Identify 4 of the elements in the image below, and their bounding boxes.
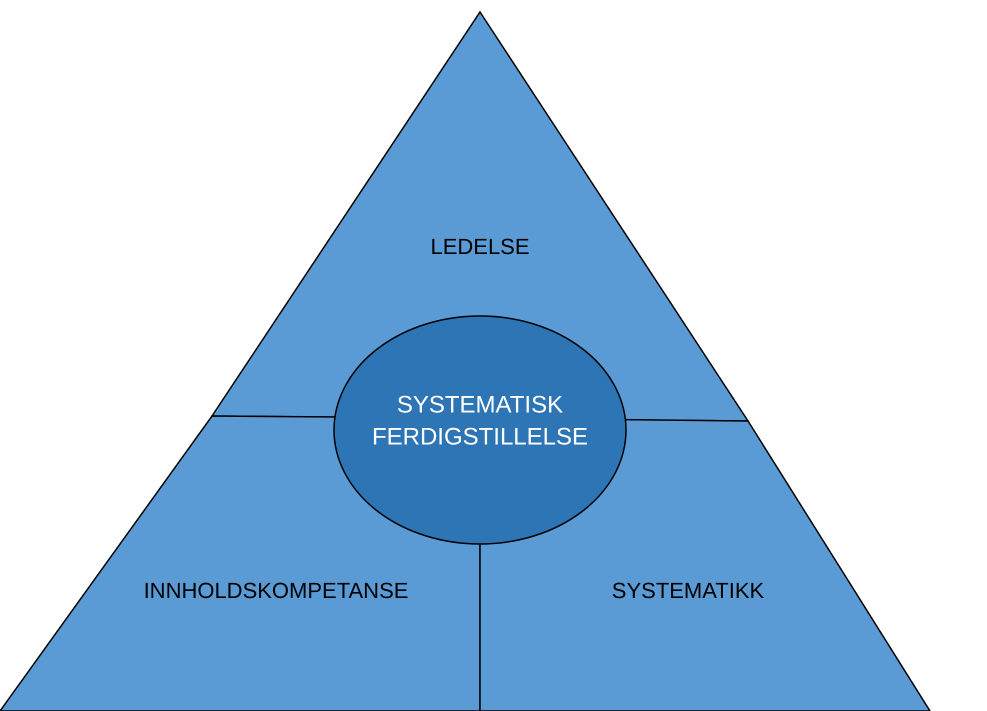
ellipse-label: SYSTEMATISK FERDIGSTILLELSE (370, 390, 590, 453)
region-label: LEDELSE (429, 233, 531, 262)
region-label: SYSTEMATIKK (610, 577, 766, 606)
region-label: INNHOLDSKOMPETANSE (142, 577, 410, 606)
